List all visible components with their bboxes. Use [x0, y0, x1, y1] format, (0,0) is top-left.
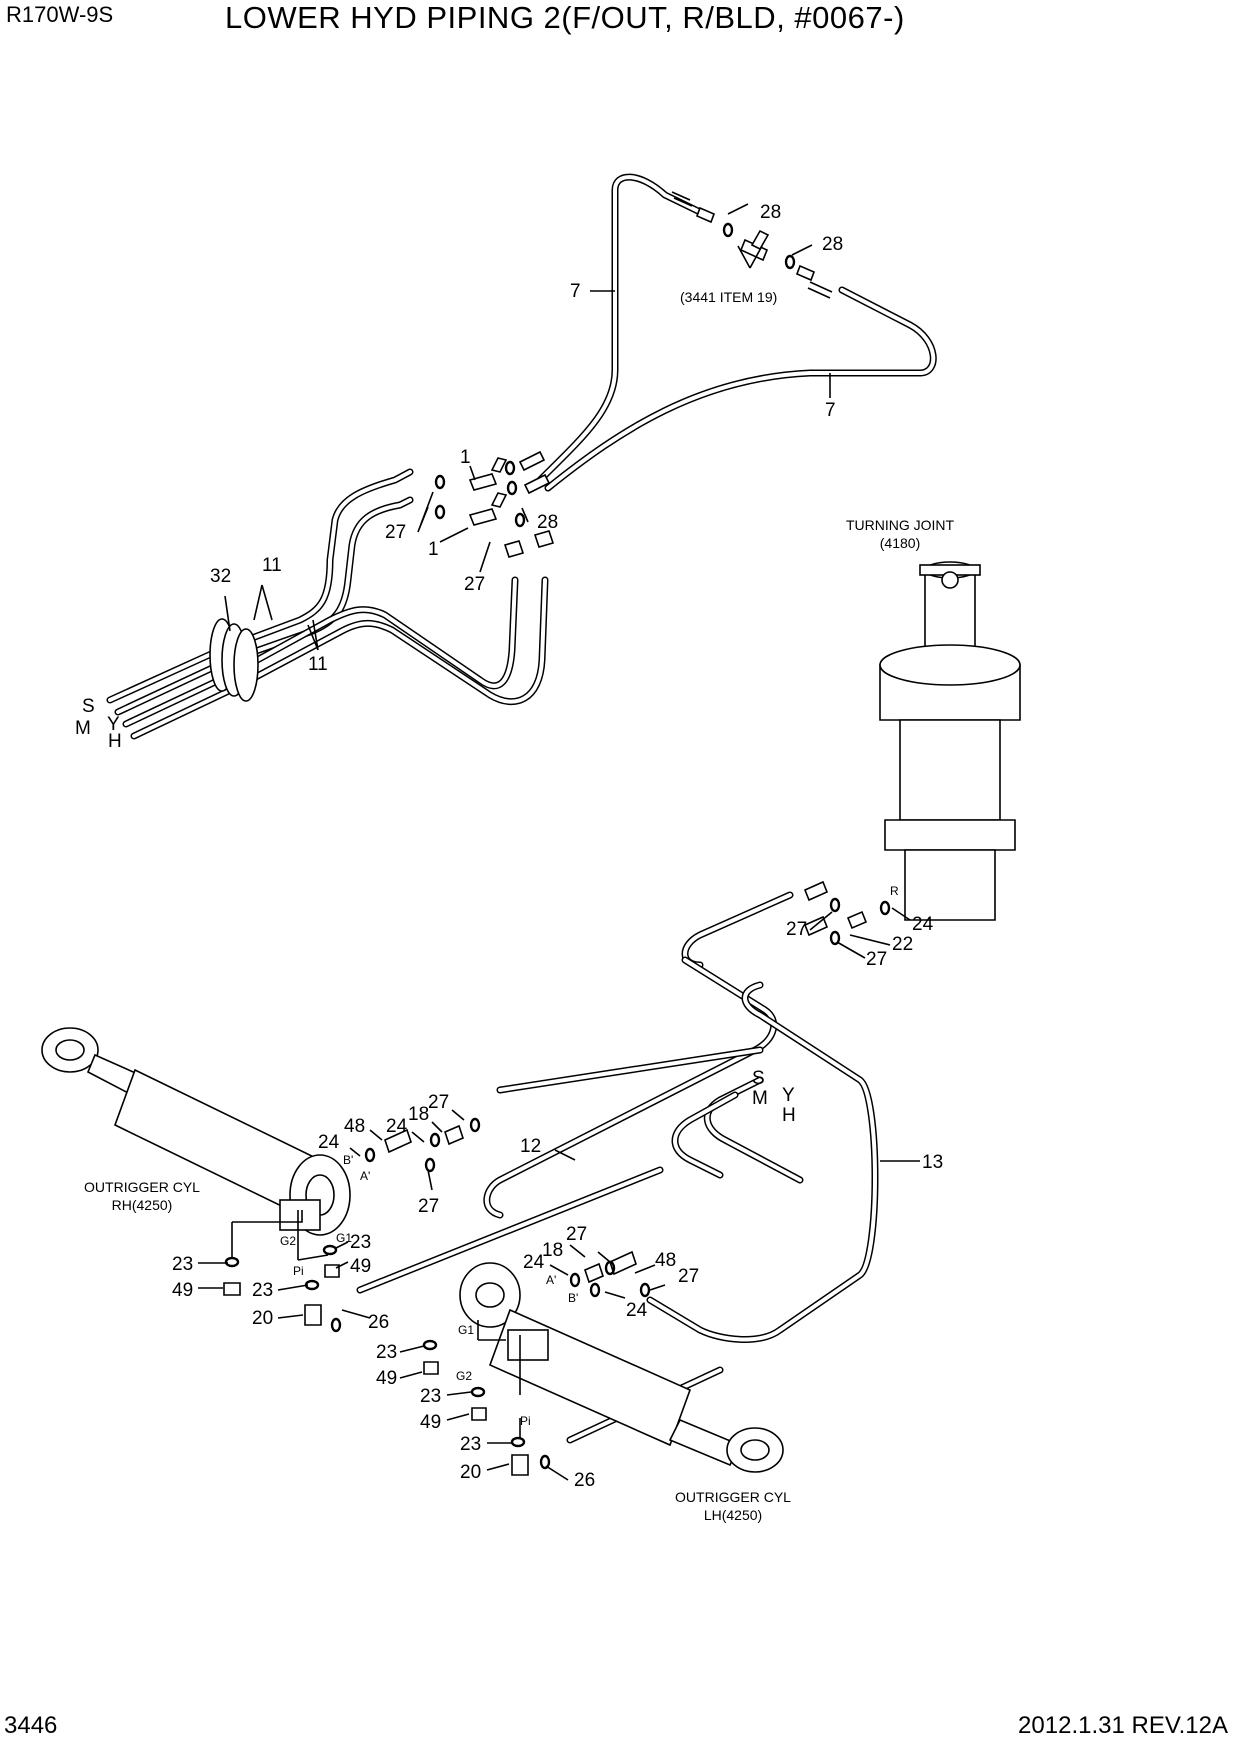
port-g2-lh: G2: [456, 1369, 472, 1383]
callout-12: 12: [520, 1136, 541, 1157]
callout-24: 24: [318, 1132, 340, 1153]
page-title: LOWER HYD PIPING 2(F/OUT, R/BLD, #0067-): [225, 0, 905, 35]
port-a-lh: A': [546, 1273, 556, 1287]
callout-23: 23: [350, 1232, 371, 1253]
page-number: 3446: [4, 1712, 58, 1739]
callout-23: 23: [420, 1386, 441, 1407]
port-letters: S M Y H S M Y H R A' B' G1 G2 Pi A' B' G…: [75, 696, 899, 1428]
callout-49: 49: [172, 1280, 193, 1301]
turning-joint-label: TURNING JOINT: [846, 517, 955, 533]
turning-joint: [879, 561, 1021, 921]
callout-27: 27: [428, 1092, 449, 1113]
callout-27: 27: [786, 919, 807, 940]
model-number: R170W-9S: [6, 2, 114, 27]
callout-27: 27: [464, 574, 485, 595]
revision-date: 2012.1.31 REV.12A: [1018, 1712, 1228, 1739]
port-h-upper: H: [108, 731, 122, 752]
port-y-upper: Y: [107, 714, 120, 735]
callout-23: 23: [172, 1254, 193, 1275]
callout-27: 27: [566, 1224, 587, 1245]
callout-49: 49: [420, 1412, 441, 1433]
callout-11: 11: [262, 555, 282, 576]
fittings-cylinders: [223, 1117, 651, 1476]
fittings-upper: [434, 450, 555, 558]
part-callouts: 28 28 7 7 1 1 27 27 28 32 11 11 27 24 22…: [172, 202, 943, 1491]
callout-28: 28: [822, 234, 843, 255]
port-b-lh: B': [568, 1291, 578, 1305]
fittings-turning-joint: [803, 880, 891, 946]
callout-26: 26: [368, 1312, 389, 1333]
callout-28: 28: [537, 512, 558, 533]
callout-23: 23: [376, 1342, 397, 1363]
callout-7: 7: [570, 281, 581, 302]
callout-24: 24: [386, 1116, 408, 1137]
callout-26: 26: [574, 1470, 595, 1491]
cyl-rh-label: OUTRIGGER CYL: [84, 1179, 200, 1195]
port-pi-rh: Pi: [293, 1264, 304, 1278]
callout-13: 13: [922, 1152, 943, 1173]
port-g1-rh: G1: [336, 1231, 352, 1245]
callout-23: 23: [460, 1434, 481, 1455]
port-g1-lh: G1: [458, 1323, 474, 1337]
callout-23: 23: [252, 1280, 273, 1301]
port-m-lower: M: [752, 1088, 768, 1109]
callout-1: 1: [460, 447, 471, 468]
port-s-lower: S: [752, 1068, 765, 1089]
callout-11: 11: [308, 654, 328, 675]
callout-28: 28: [760, 202, 781, 223]
port-r: R: [890, 884, 899, 898]
callout-20: 20: [460, 1462, 481, 1483]
ref-3441-label: (3441 ITEM 19): [680, 289, 777, 305]
callout-24: 24: [523, 1252, 545, 1273]
port-b-rh: B': [343, 1153, 353, 1167]
cyl-lh-label: OUTRIGGER CYL: [675, 1489, 791, 1505]
callout-49: 49: [376, 1368, 397, 1389]
callout-32: 32: [210, 566, 231, 587]
leader-lines: [198, 203, 920, 1481]
cyl-lh-ref: LH(4250): [704, 1507, 762, 1523]
labels: TURNING JOINT (4180) (3441 ITEM 19) OUTR…: [84, 289, 954, 1523]
callout-49: 49: [350, 1256, 371, 1277]
callout-24: 24: [626, 1300, 648, 1321]
callout-1: 1: [428, 539, 439, 560]
port-y-lower: Y: [782, 1085, 795, 1106]
port-a-rh: A': [360, 1169, 370, 1183]
turning-joint-ref: (4180): [880, 535, 920, 551]
callout-7: 7: [825, 400, 836, 421]
port-pi-lh: Pi: [520, 1414, 531, 1428]
port-s-upper: S: [82, 696, 95, 717]
cyl-rh-ref: RH(4250): [112, 1197, 173, 1213]
callout-22: 22: [892, 934, 913, 955]
outrigger-cylinder-lh: [459, 1262, 784, 1473]
hoses-12-13: [356, 891, 879, 1444]
port-m-upper: M: [75, 718, 91, 739]
callout-18: 18: [408, 1104, 429, 1125]
port-g2-rh: G2: [280, 1234, 296, 1248]
callout-18: 18: [542, 1240, 563, 1261]
callout-48: 48: [344, 1116, 365, 1137]
callout-24: 24: [912, 914, 934, 935]
outrigger-cylinder-rh: [41, 1027, 351, 1236]
callout-27: 27: [385, 522, 406, 543]
callout-48: 48: [655, 1250, 676, 1271]
tee-fitting-3441: [695, 206, 816, 282]
callout-27: 27: [418, 1196, 439, 1217]
port-h-lower: H: [782, 1105, 796, 1126]
callout-27: 27: [866, 949, 887, 970]
hose-7: [534, 173, 937, 492]
callout-20: 20: [252, 1308, 273, 1329]
hose-bundle-upper: [106, 468, 549, 740]
callout-27: 27: [678, 1266, 699, 1287]
